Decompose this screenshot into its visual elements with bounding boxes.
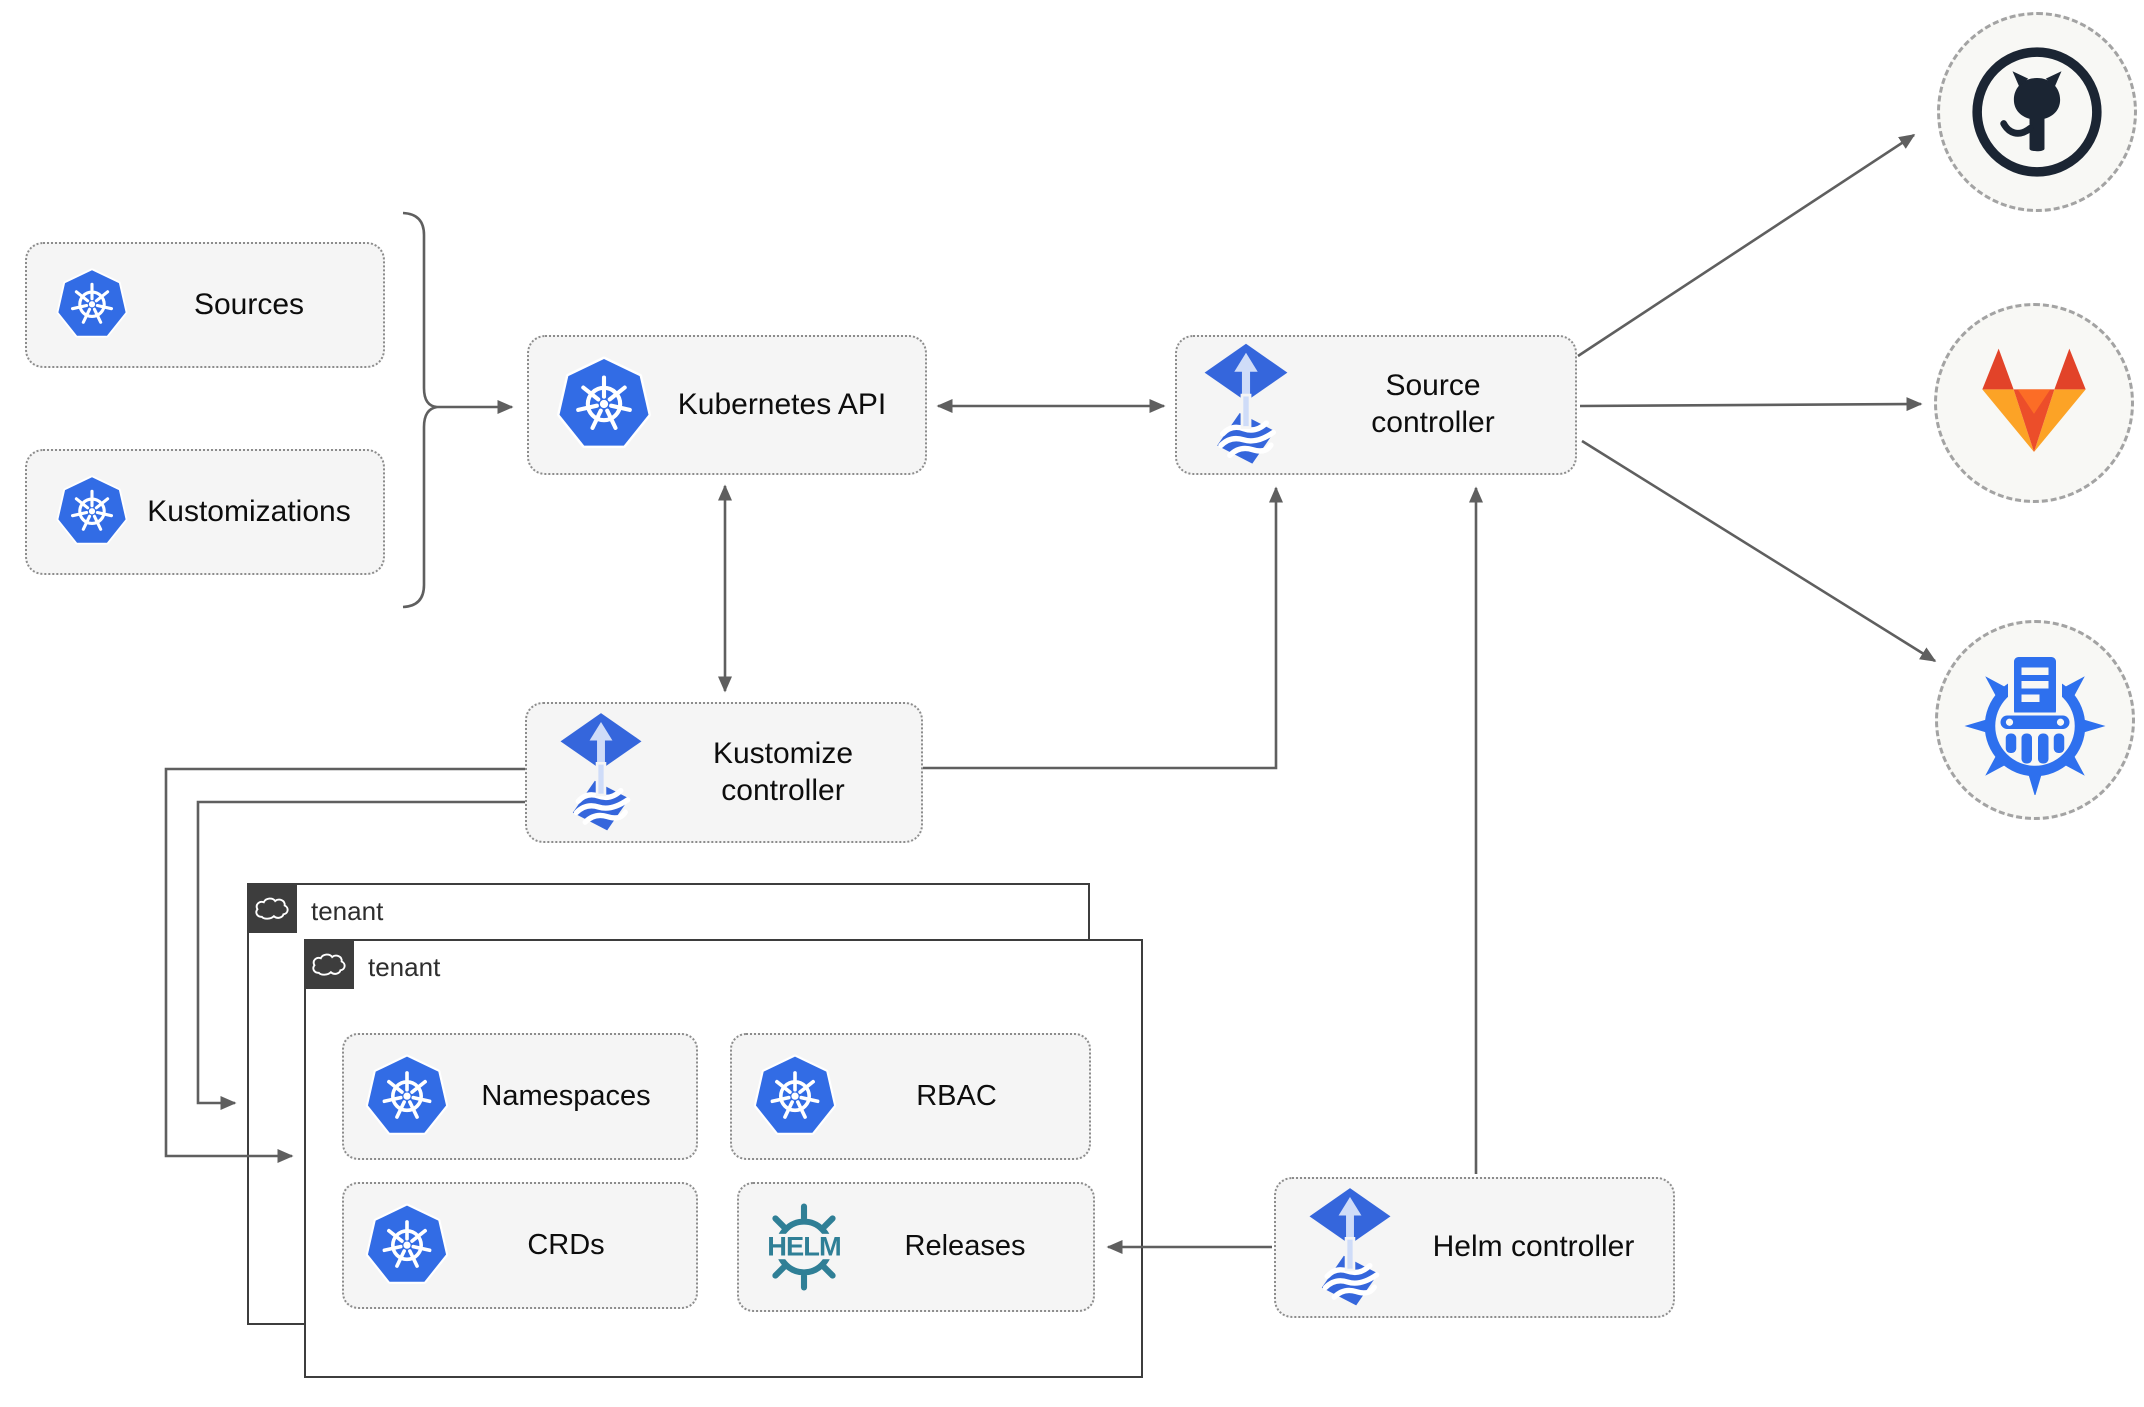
node-source-controller: Source controller (1175, 335, 1577, 475)
node-kubernetes-api: Kubernetes API (527, 335, 927, 475)
node-kustomize-controller: Kustomize controller (525, 702, 923, 843)
kubernetes-icon (364, 1202, 450, 1289)
kubernetes-icon (752, 1053, 838, 1140)
arrow-source-controller-to-harbor (1581, 439, 1937, 663)
node-sources: Sources (25, 242, 385, 368)
node-rbac: RBAC (730, 1033, 1091, 1160)
cloud-icon (255, 897, 289, 920)
tenant-front-label: tenant (368, 952, 441, 982)
flux-icon (1201, 342, 1291, 468)
node-releases-label: Releases (904, 1230, 1026, 1263)
node-kustomizations-label: Kustomizations (147, 494, 351, 528)
brace-sources-kustomizations (402, 211, 438, 609)
node-namespaces: Namespaces (342, 1033, 698, 1160)
helm-icon: HELM (757, 1200, 851, 1294)
kubernetes-icon (555, 356, 653, 454)
cloud-icon (312, 953, 346, 976)
node-kustomize-controller-label: Kustomize controller (712, 736, 854, 807)
node-namespaces-label: Namespaces (481, 1079, 651, 1112)
node-helm-controller: Helm controller (1274, 1177, 1675, 1318)
tenant-back-tab (247, 883, 297, 933)
node-source-controller-label: Source controller (1371, 369, 1495, 439)
node-releases: HELM Releases (737, 1182, 1095, 1312)
arrow-source-controller-to-gitlab (1579, 397, 1923, 412)
endpoint-github (1937, 12, 2137, 212)
helm-icon-text: HELM (767, 1230, 840, 1261)
node-kubernetes-api-label: Kubernetes API (677, 387, 887, 421)
arrow-kustomize-to-source-controller (923, 486, 1283, 770)
github-icon (1972, 47, 2102, 177)
endpoint-gitlab (1934, 303, 2134, 503)
node-helm-controller-label: Helm controller (1432, 1230, 1635, 1264)
tenant-front-tab (304, 939, 354, 989)
node-crds: CRDs (342, 1182, 698, 1309)
kubernetes-icon (55, 268, 129, 342)
flux-icon (557, 711, 645, 835)
node-rbac-label: RBAC (916, 1079, 997, 1112)
flux-icon (1306, 1186, 1394, 1310)
tenant-back-label: tenant (311, 896, 384, 926)
node-sources-label: Sources (193, 287, 305, 321)
endpoint-harbor (1935, 620, 2135, 820)
kubernetes-icon (55, 475, 129, 549)
arrow-source-controller-to-github (1577, 133, 1916, 358)
kubernetes-icon (364, 1053, 450, 1140)
gitlab-icon (1982, 348, 2086, 452)
harbor-registry-icon (1964, 652, 2106, 795)
node-crds-label: CRDs (527, 1228, 605, 1261)
node-kustomizations: Kustomizations (25, 449, 385, 575)
